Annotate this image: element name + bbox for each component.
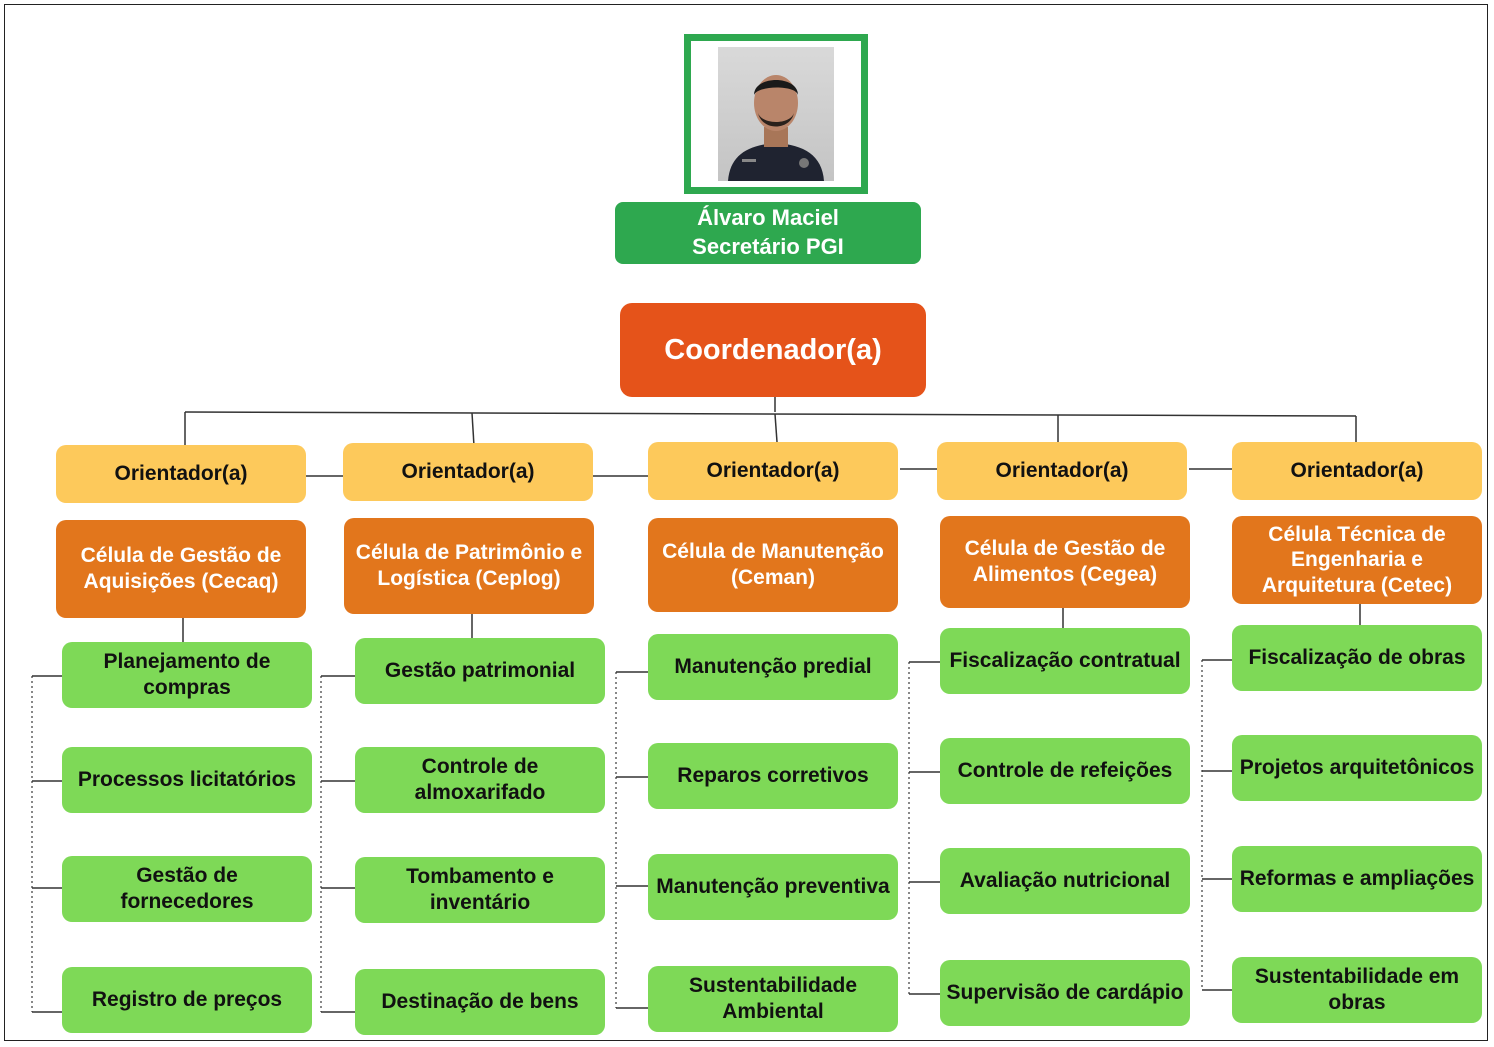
cell-box-ceman: Célula de Manutenção (Ceman) — [648, 518, 898, 612]
task-box: Planejamento de compras — [62, 642, 312, 708]
task-box: Manutenção preventiva — [648, 854, 898, 920]
task-box: Sustentabilidade em obras — [1232, 957, 1482, 1023]
orientador-box-4: Orientador(a) — [937, 442, 1187, 500]
secretary-role: Secretário PGI — [692, 234, 844, 259]
task-box: Fiscalização contratual — [940, 628, 1190, 694]
task-box: Controle de refeições — [940, 738, 1190, 804]
task-box: Fiscalização de obras — [1232, 625, 1482, 691]
task-box: Controle de almoxarifado — [355, 747, 605, 813]
person-photo-icon — [718, 47, 834, 181]
orientador-box-3: Orientador(a) — [648, 442, 898, 500]
task-box: Projetos arquitetônicos — [1232, 735, 1482, 801]
task-box: Reparos corretivos — [648, 743, 898, 809]
task-box: Avaliação nutricional — [940, 848, 1190, 914]
coordinator-box: Coordenador(a) — [620, 303, 926, 397]
task-box: Tombamento e inventário — [355, 857, 605, 923]
task-box: Supervisão de cardápio — [940, 960, 1190, 1026]
orientador-box-1: Orientador(a) — [56, 445, 306, 503]
secretary-name: Álvaro Maciel — [697, 205, 839, 231]
secretary-photo-frame — [684, 34, 868, 194]
cell-box-cecaq: Célula de Gestão de Aquisições (Cecaq) — [56, 520, 306, 618]
orientador-box-2: Orientador(a) — [343, 443, 593, 501]
orientador-box-5: Orientador(a) — [1232, 442, 1482, 500]
task-box: Manutenção predial — [648, 634, 898, 700]
secretary-label-box: Álvaro Maciel Secretário PGI — [615, 202, 921, 264]
cell-box-ceplog: Célula de Patrimônio e Logística (Ceplog… — [344, 518, 594, 614]
task-box: Gestão patrimonial — [355, 638, 605, 704]
task-box: Reformas e ampliações — [1232, 846, 1482, 912]
cell-box-cegea: Célula de Gestão de Alimentos (Cegea) — [940, 516, 1190, 608]
task-box: Sustentabilidade Ambiental — [648, 966, 898, 1032]
task-box: Processos licitatórios — [62, 747, 312, 813]
cell-box-cetec: Célula Técnica de Engenharia e Arquitetu… — [1232, 516, 1482, 604]
task-box: Gestão de fornecedores — [62, 856, 312, 922]
task-box: Registro de preços — [62, 967, 312, 1033]
diagram-frame — [4, 4, 1488, 1041]
task-box: Destinação de bens — [355, 969, 605, 1035]
